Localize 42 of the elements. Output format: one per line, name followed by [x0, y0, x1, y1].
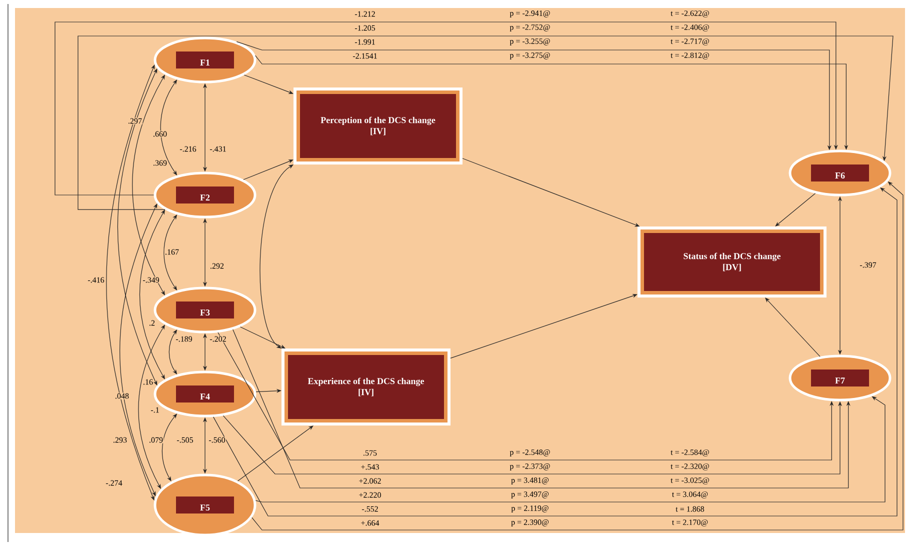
coefficient-label: +2.062: [358, 478, 382, 484]
coefficient-label: .660: [152, 130, 168, 138]
arrow: [244, 74, 294, 94]
coefficient-label: +.664: [360, 520, 380, 526]
coefficient-label: .048: [114, 392, 130, 400]
arrow: [765, 298, 820, 357]
arrow: [243, 160, 294, 180]
coefficient-label: .292: [209, 262, 225, 270]
coefficient-label: -.202: [209, 336, 227, 342]
coefficient-label: -.189: [175, 336, 193, 342]
arrow: [775, 193, 816, 226]
coefficient-label: .369: [152, 160, 168, 166]
construct-box: Status of the DCS change [DV]: [638, 226, 827, 298]
coefficient-label: -.349: [142, 276, 160, 284]
coefficient-label: .575: [362, 450, 378, 456]
coefficient-label: -2.1541: [352, 52, 378, 60]
coefficient-label: -1.205: [354, 24, 376, 32]
coefficient-label: -.505: [176, 436, 194, 444]
coefficient-label: .297: [127, 118, 143, 124]
coefficient-label: -.397: [859, 262, 877, 268]
arrow: [54, 22, 838, 196]
coefficient-label: .16: [142, 378, 154, 386]
coefficient-label: -.416: [87, 276, 105, 284]
arrow: [260, 164, 294, 348]
arrow: [450, 294, 638, 358]
coefficient-label: -.431: [209, 146, 227, 152]
coefficient-label: .167: [164, 248, 180, 256]
coefficient-label: +2.220: [358, 492, 382, 498]
arrow: [237, 426, 314, 482]
arrow: [78, 36, 894, 210]
construct-box: Experience of the DCS change [IV]: [282, 348, 450, 426]
coefficient-label: .293: [112, 436, 128, 444]
coefficient-label: -1.991: [354, 38, 376, 46]
arrow: [255, 396, 886, 502]
coefficient-label: -.274: [105, 480, 123, 486]
coefficient-label: .079: [148, 436, 164, 444]
coefficient-label: t = 1.868: [675, 506, 705, 512]
coefficient-label: -.552: [361, 506, 379, 512]
coefficient-label: -.560: [208, 436, 226, 444]
coefficient-label: -1.212: [354, 10, 376, 18]
coefficient-label: +.543: [360, 464, 380, 470]
construct-box: Perception of the DCS change [IV]: [294, 88, 462, 164]
